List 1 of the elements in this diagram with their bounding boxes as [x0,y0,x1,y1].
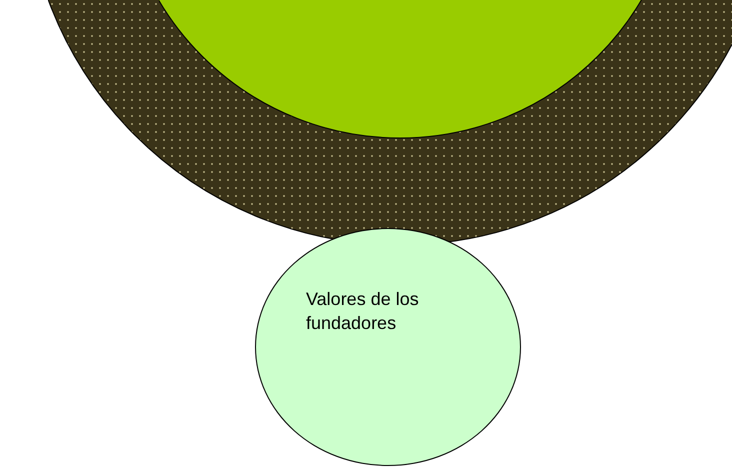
node-label: Valores de los fundadores [306,288,420,335]
